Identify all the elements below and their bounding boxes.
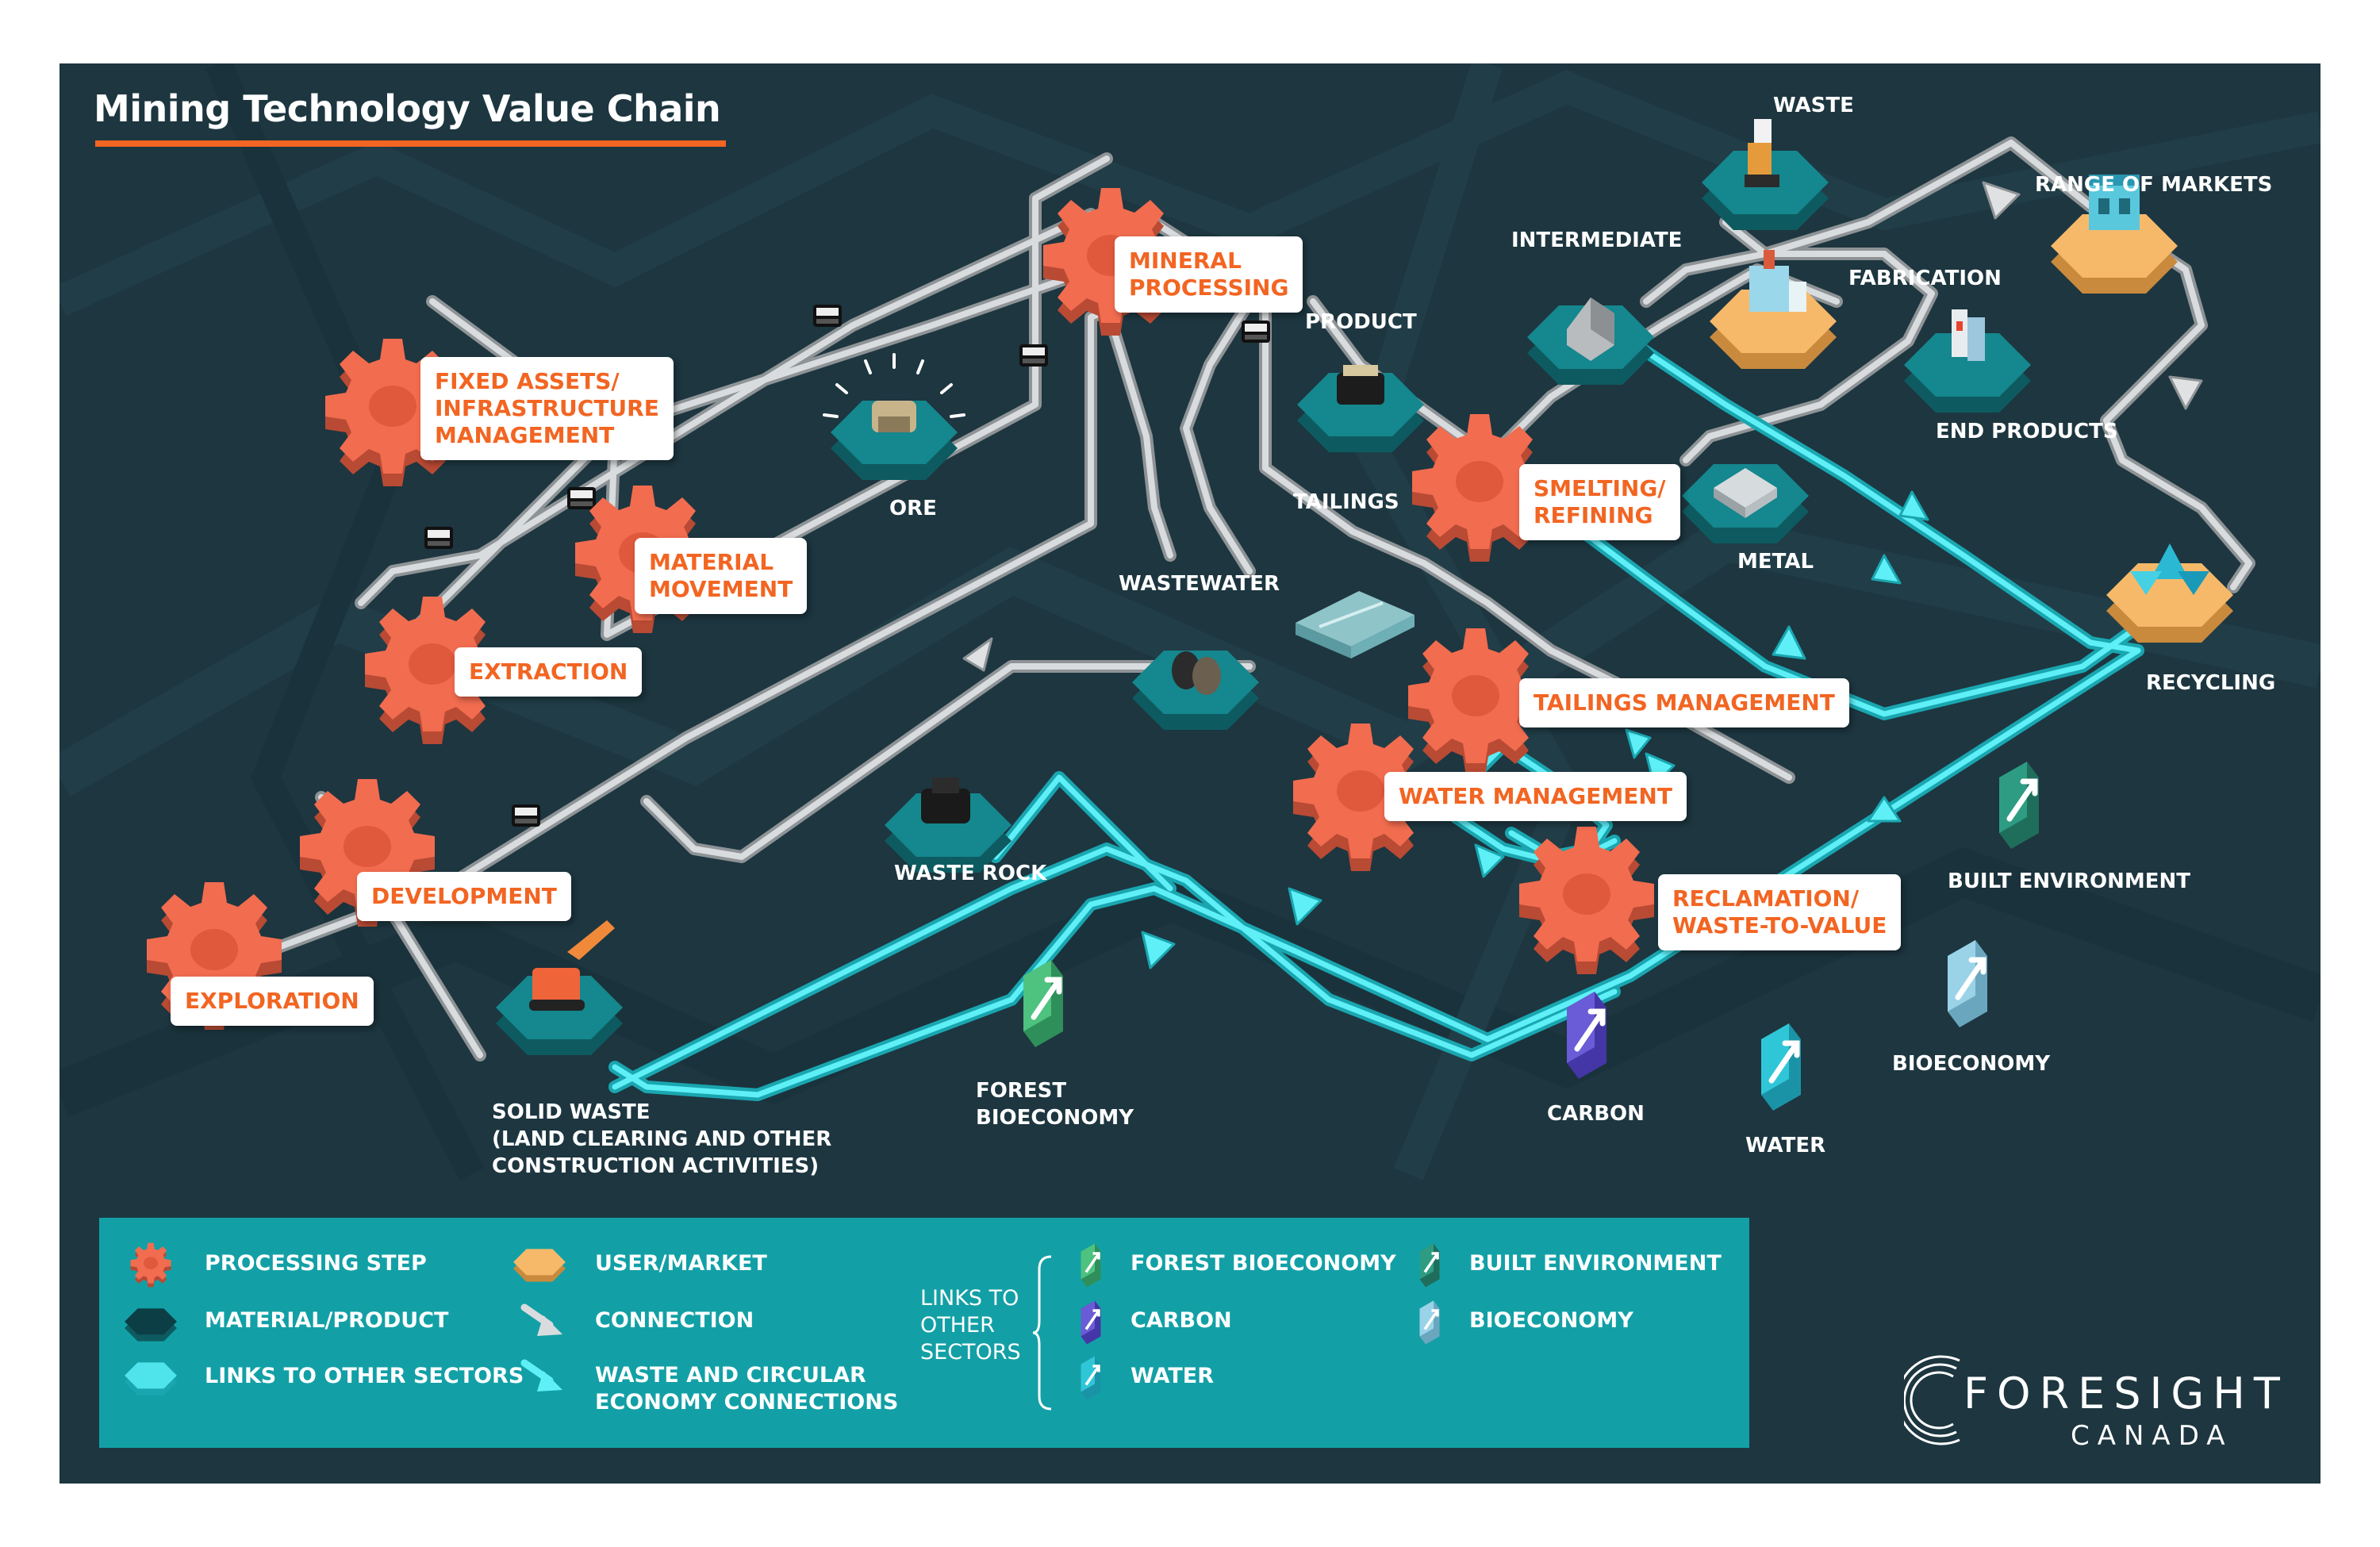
carbon-label: CARBON (1547, 1102, 1645, 1126)
legend-user-market: USER/MARKET (595, 1251, 767, 1276)
fixed-assets-label: FIXED ASSETS/ INFRASTRUCTURE MANAGEMENT (420, 357, 674, 460)
legend-forest-bioeconomy: FOREST BIOECONOMY (1130, 1251, 1396, 1276)
water-management-label: WATER MANAGEMENT (1384, 772, 1687, 821)
tailings-label: TAILINGS (1293, 490, 1399, 514)
product-tile (1297, 365, 1424, 452)
waste-tile (1702, 119, 1829, 230)
legend-water: WATER (1130, 1364, 1215, 1388)
legend-links-heading: LINKS TO OTHER SECTORS (920, 1286, 1021, 1365)
legend-carbon: CARBON (1130, 1308, 1232, 1333)
circular-arrow-icon (520, 1359, 562, 1392)
links-legend-icon (125, 1362, 177, 1395)
wastewater-label: WASTEWATER (1119, 572, 1280, 596)
truck-icon (567, 487, 596, 509)
range-of-markets-label: RANGE OF MARKETS (2035, 173, 2273, 197)
reclamation-label: RECLAMATION/ WASTE-TO-VALUE (1658, 874, 1902, 950)
intermediate-tile (1527, 298, 1654, 385)
exploration-label: EXPLORATION (171, 977, 374, 1026)
processing-step-legend-icon (130, 1242, 171, 1288)
mineral-processing-label: MINERAL PROCESSING (1115, 236, 1303, 313)
truck-icon (813, 305, 842, 327)
legend-links-to-other-sectors: LINKS TO OTHER SECTORS (205, 1364, 524, 1388)
water-label: WATER (1745, 1134, 1826, 1157)
recycling-tile (2106, 543, 2233, 643)
range-of-markets-tile (2051, 175, 2178, 294)
waste-rock-label: WASTE ROCK (894, 862, 1047, 885)
intermediate-label: INTERMEDIATE (1511, 228, 1683, 252)
legend-material-product: MATERIAL/PRODUCT (205, 1308, 449, 1333)
legend-processing-step: PROCESSING STEP (205, 1251, 427, 1276)
water-legend-icon (1081, 1356, 1101, 1400)
title-underline (95, 140, 726, 147)
legend-waste-circular: WASTE AND CIRCULAR ECONOMY CONNECTIONS (595, 1363, 899, 1415)
water-icon (1761, 1023, 1801, 1111)
forest-bioeconomy-icon (1023, 960, 1063, 1047)
solid-waste-tile (496, 920, 623, 1055)
tailings-management-label: TAILINGS MANAGEMENT (1519, 678, 1849, 727)
legend-built-environment: BUILT ENVIRONMENT (1469, 1251, 1722, 1276)
solid-waste-label: SOLID WASTE (LAND CLEARING AND OTHER CON… (492, 1100, 832, 1178)
built-environment-icon (1999, 762, 2039, 849)
carbon-icon (1567, 992, 1606, 1079)
legend-connection: CONNECTION (595, 1308, 754, 1333)
ore-tile (823, 353, 965, 480)
legend-panel: PROCESSING STEP MATERIAL/PRODUCT LINKS T… (99, 1218, 1749, 1448)
diagram-title: Mining Technology Value Chain (94, 87, 721, 130)
truck-icon (1242, 321, 1270, 343)
truck-icon (1019, 344, 1048, 367)
brand-sub: CANADA (2071, 1420, 2233, 1452)
product-label: PRODUCT (1305, 310, 1417, 334)
end-products-tile (1904, 309, 2031, 413)
truck-icon (424, 527, 453, 549)
user-market-legend-icon (513, 1249, 566, 1282)
truck-icon (512, 804, 540, 827)
wastewater-tile (1132, 651, 1259, 730)
foresight-logo-icon (1904, 1355, 1960, 1445)
legend-brace (1032, 1255, 1052, 1411)
forest-bioeconomy-label: FOREST BIOECONOMY (976, 1079, 1134, 1130)
end-products-label: END PRODUCTS (1936, 420, 2118, 443)
tailings-tile (1296, 591, 1415, 658)
forest-bioeconomy-legend-icon (1081, 1243, 1101, 1288)
material-legend-icon (125, 1308, 177, 1342)
bioeconomy-label: BIOECONOMY (1892, 1052, 2051, 1076)
built-environment-legend-icon (1419, 1243, 1440, 1288)
bioeconomy-icon (1948, 940, 1987, 1027)
waste-rock-tile (885, 777, 1012, 873)
metal-tile (1682, 464, 1809, 543)
brand-name: FORESIGHT (1964, 1368, 2289, 1418)
diagram-board: Mining Technology Value Chain EXPLORATIO… (60, 63, 2320, 1484)
connection-arrow-icon (520, 1303, 562, 1336)
fabrication-tile (1710, 250, 1837, 369)
ore-label: ORE (889, 497, 937, 520)
extraction-label: EXTRACTION (455, 647, 643, 697)
legend-bioeconomy: BIOECONOMY (1469, 1308, 1633, 1333)
fabrication-label: FABRICATION (1848, 267, 2002, 290)
reclamation-gear-icon (1519, 827, 1654, 974)
recycling-label: RECYCLING (2146, 671, 2276, 695)
built-environment-label: BUILT ENVIRONMENT (1948, 869, 2190, 893)
waste-label: WASTE (1773, 94, 1854, 117)
bioeconomy-legend-icon (1419, 1300, 1440, 1345)
smelting-refining-label: SMELTING/ REFINING (1519, 464, 1680, 540)
development-label: DEVELOPMENT (357, 872, 571, 921)
material-movement-label: MATERIAL MOVEMENT (635, 538, 808, 614)
carbon-legend-icon (1081, 1300, 1101, 1345)
metal-label: METAL (1737, 550, 1814, 574)
